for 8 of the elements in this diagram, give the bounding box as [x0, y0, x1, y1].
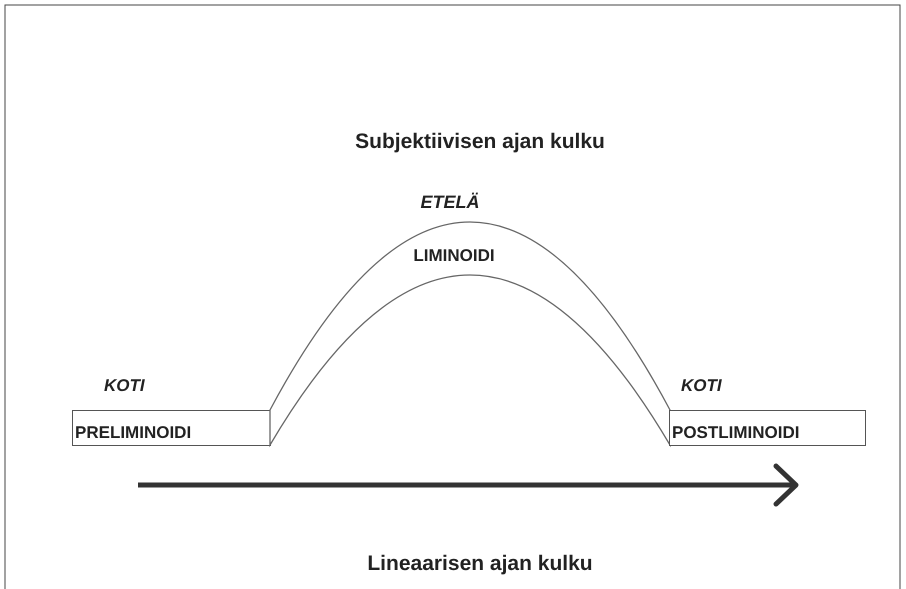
- stage-label: LIMINOIDI: [412, 246, 496, 266]
- axis-caption: Lineaarisen ajan kulku: [366, 552, 594, 576]
- diagram-title: Subjektiivisen ajan kulku: [354, 130, 606, 154]
- stage-label: ETELÄ: [419, 192, 480, 213]
- stage-box: POSTLIMINOIDI: [669, 410, 866, 446]
- place-heading: KOTI: [681, 376, 722, 396]
- stage-box: PRELIMINOIDI: [72, 410, 271, 446]
- place-heading: KOTI: [104, 376, 145, 396]
